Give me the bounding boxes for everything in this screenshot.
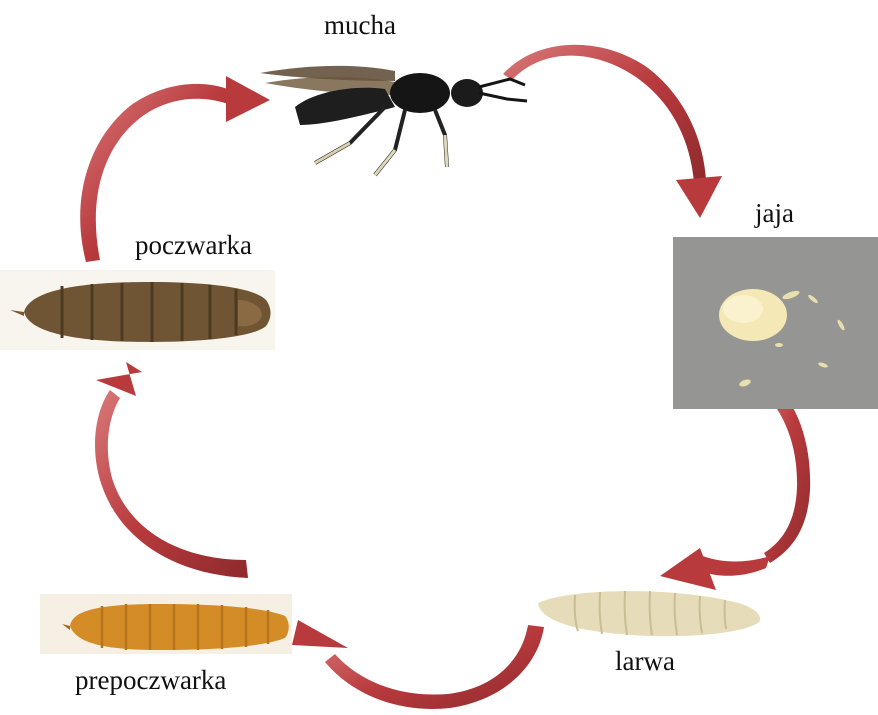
larva-image [530, 583, 765, 643]
arrow-fly-to-eggs [503, 45, 722, 218]
prepupa-image [40, 594, 292, 654]
label-pupa: poczwarka [135, 230, 252, 261]
arrow-prepupa-to-pupa [95, 362, 248, 578]
fly-image [255, 55, 535, 185]
label-adult: mucha [324, 10, 396, 41]
label-prepupa: prepoczwarka [75, 665, 226, 696]
label-larva: larwa [615, 646, 675, 677]
pupa-image [0, 270, 275, 350]
label-eggs: jaja [755, 198, 794, 229]
eggs-image [673, 237, 878, 409]
arrow-larva-to-prepupa [292, 620, 544, 709]
